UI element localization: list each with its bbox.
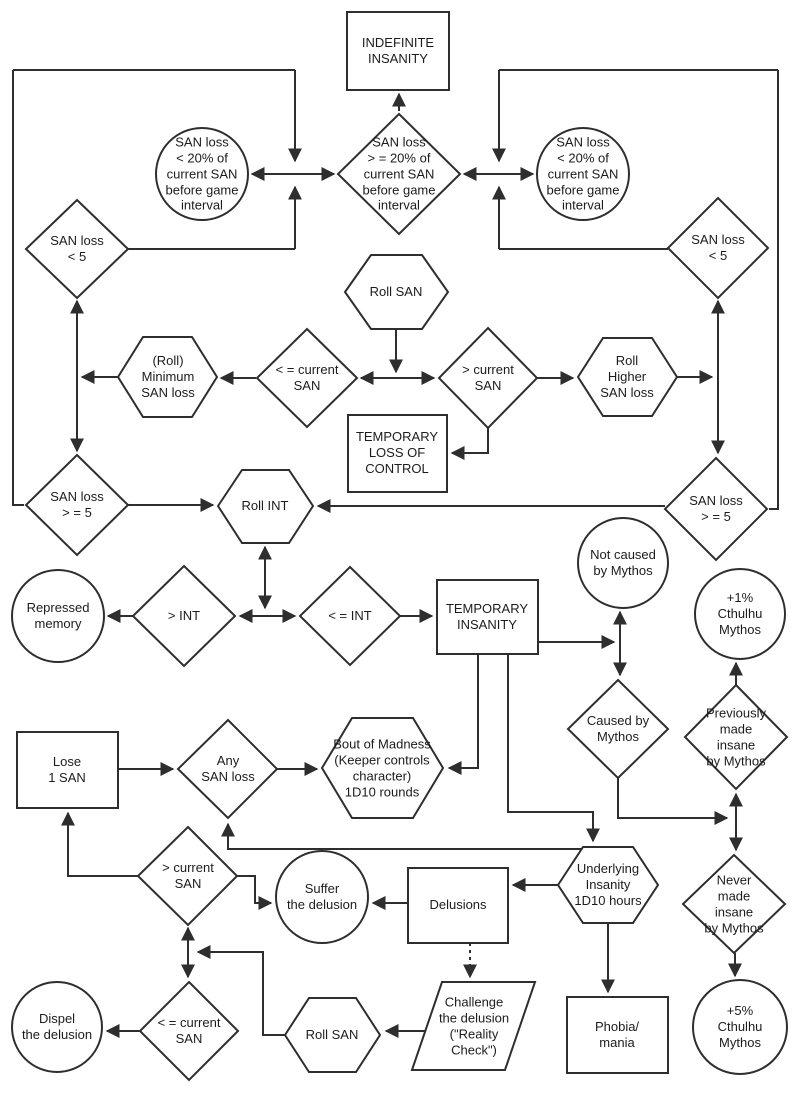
label-san-ge5-right: SAN loss > = 5 (689, 493, 743, 524)
node-any-san-loss (176, 718, 279, 820)
node-plus1-cthulhu-mythos (694, 568, 786, 660)
edge-gt-current-to-suffer (237, 875, 273, 910)
label-san-lt20-right: SAN loss < 20% of current SAN before gam… (546, 134, 620, 213)
label-never-made-insane: Never made insane by Mythos (704, 872, 764, 935)
label-gt-current-san-bottom: > current SAN (162, 860, 214, 891)
node-never-made-insane (681, 853, 787, 955)
label-suffer-the-delusion: Suffer the delusion (286, 881, 358, 912)
node-le-current-san-bottom (138, 980, 240, 1082)
label-san-lt5-left: SAN loss < 5 (50, 233, 104, 264)
label-roll-int: Roll INT (241, 498, 289, 514)
node-san-ge5-left (24, 453, 130, 557)
label-san-lt5-right: SAN loss < 5 (691, 232, 745, 263)
node-bout-of-madness (320, 717, 445, 819)
node-roll-higher-san-loss (576, 337, 679, 417)
label-roll-san-bottom: Roll SAN (305, 1027, 359, 1043)
node-roll-int (216, 469, 315, 544)
node-lose-1-san (16, 731, 119, 809)
label-san-lt20-left: SAN loss < 20% of current SAN before gam… (165, 134, 239, 213)
node-delusions (407, 867, 509, 944)
node-plus5-cthulhu-mythos (692, 979, 788, 1075)
label-san-ge5-left: SAN loss > = 5 (50, 489, 104, 520)
node-temporary-loss-of-control (347, 414, 448, 493)
node-roll-san-top (343, 254, 450, 330)
node-challenge-the-delusion (410, 981, 537, 1071)
label-roll-higher-san-loss: Roll Higher SAN loss (600, 353, 654, 400)
label-le-current-san-mid: < = current SAN (275, 362, 339, 393)
node-roll-san-bottom (283, 997, 382, 1073)
label-plus1-cthulhu-mythos: +1% Cthulhu Mythos (717, 590, 763, 637)
label-any-san-loss: Any SAN loss (201, 753, 255, 784)
node-previously-made-insane (683, 683, 789, 791)
node-dispel-the-delusion (11, 981, 103, 1073)
node-le-int (298, 565, 402, 667)
label-not-caused-by-mythos: Not caused by Mythos (590, 547, 656, 578)
node-san-ge20-center (336, 112, 462, 236)
label-phobia-mania: Phobia/ mania (594, 1019, 640, 1050)
label-challenge-the-delusion: Challenge the delusion ("Reality Check") (438, 994, 510, 1057)
label-lose-1-san: Lose 1 SAN (48, 754, 86, 785)
label-delusions: Delusions (429, 897, 487, 913)
edge-gt-current-to-tloc (450, 428, 489, 460)
edge-roll-san-to-current-san-junction (196, 945, 285, 1036)
node-indefinite-insanity (346, 11, 450, 91)
label-gt-int: > INT (167, 608, 201, 624)
label-repressed-memory: Repressed memory (26, 600, 90, 631)
label-gt-current-san-mid: > current SAN (462, 362, 514, 393)
edge-left-loop-side (12, 70, 24, 506)
node-san-lt5-right (666, 196, 770, 300)
node-gt-int (131, 564, 237, 668)
label-le-int: < = INT (328, 608, 372, 624)
node-gt-current-san-bottom (136, 825, 239, 927)
label-temporary-loss-of-control: TEMPORARY LOSS OF CONTROL (355, 429, 439, 476)
node-gt-current-san-mid (437, 326, 539, 430)
node-san-lt20-left (155, 127, 249, 221)
label-plus5-cthulhu-mythos: +5% Cthulhu Mythos (717, 1003, 763, 1050)
node-not-caused-by-mythos (577, 517, 669, 609)
node-san-lt5-left (24, 198, 130, 300)
edge-caused-to-mythos-history-junction (617, 778, 729, 825)
edge-gt-current-to-lose (61, 811, 138, 877)
label-indefinite-insanity: INDEFINITE INSANITY (361, 35, 435, 66)
node-san-ge5-right (663, 456, 769, 562)
label-san-ge20-center: SAN loss > = 20% of current SAN before g… (362, 134, 436, 213)
node-suffer-the-delusion (275, 850, 369, 944)
node-roll-minimum-san-loss (116, 336, 219, 418)
node-phobia-mania (566, 996, 669, 1074)
edge-right-loop-side (769, 70, 779, 510)
node-le-current-san-mid (255, 327, 359, 429)
node-san-lt20-right (536, 127, 630, 221)
label-roll-san-top: Roll SAN (369, 284, 423, 300)
node-caused-by-mythos (566, 678, 670, 780)
label-caused-by-mythos: Caused by Mythos (586, 713, 650, 744)
edge-ti-to-bout (447, 654, 479, 775)
label-temporary-insanity: TEMPORARY INSANITY (445, 601, 529, 632)
node-underlying-insanity (556, 846, 660, 924)
node-repressed-memory (11, 569, 105, 663)
label-previously-made-insane: Previously made insane by Mythos (706, 705, 766, 768)
label-underlying-insanity: Underlying Insanity 1D10 hours (574, 861, 642, 908)
edge-ti-to-underlying (507, 654, 600, 843)
edge-underlying-to-any (221, 822, 584, 850)
label-le-current-san-bottom: < = current SAN (157, 1015, 221, 1046)
label-dispel-the-delusion: Dispel the delusion (21, 1011, 93, 1042)
node-temporary-insanity (436, 579, 539, 655)
label-roll-minimum-san-loss: (Roll) Minimum SAN loss (141, 353, 195, 400)
label-bout-of-madness: Bout of Madness (Keeper controls charact… (333, 736, 431, 799)
